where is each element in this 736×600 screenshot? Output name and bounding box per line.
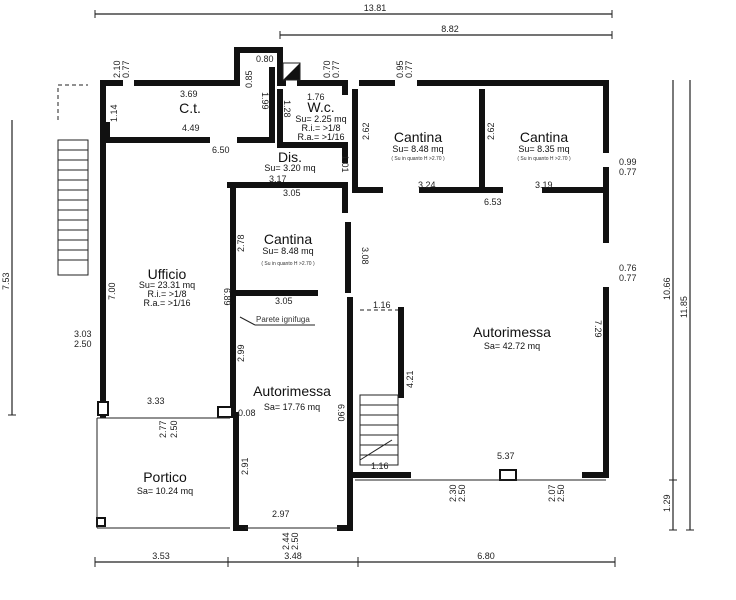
dim-label: 0.85 (244, 70, 254, 88)
dim-label: 1.29 (662, 494, 672, 512)
dim-label: 4.21 (405, 370, 415, 388)
room-cantina-2-su: Su= 8.35 mq (518, 144, 569, 154)
room-wc: W.c. (307, 99, 334, 115)
dim-label: 2.50 (556, 484, 566, 502)
dim-label: 3.05 (275, 296, 293, 306)
dim-label: 2.97 (272, 509, 290, 519)
dim-label: 1.76 (307, 92, 325, 102)
room-autorimessa-small: Autorimessa (253, 383, 331, 399)
room-ufficio: Ufficio (148, 266, 187, 282)
dim-label: 1.14 (109, 104, 119, 122)
dim-label: 2.10 (112, 60, 122, 78)
room-labels: C.t. W.c. Su= 2.25 mq R.i.= >1/8 R.a.= >… (137, 99, 571, 496)
dim-label: 6.89 (222, 288, 232, 306)
dim-label: 7.00 (107, 282, 117, 300)
dim-label: 0.80 (256, 54, 274, 64)
dim-label: 0.77 (619, 273, 637, 283)
room-cantina-3: Cantina (264, 231, 312, 247)
dim-label: 2.50 (74, 339, 92, 349)
dim-label: 2.78 (236, 234, 246, 252)
room-cantina-1-su: Su= 8.48 mq (392, 144, 443, 154)
room-cantina-3-note: ( Su in quanto H >2.70 ) (261, 261, 315, 267)
room-wc-ri: R.i.= >1/8 (301, 123, 340, 133)
dim-label: 0.08 (238, 408, 256, 418)
dim-label: 2.50 (290, 532, 300, 550)
room-autorimessa-big: Autorimessa (473, 324, 551, 340)
dim-label: 2.07 (547, 484, 557, 502)
dim-label: 10.66 (662, 277, 672, 300)
dim-label: 0.77 (619, 167, 637, 177)
dim-label: 2.62 (486, 122, 496, 140)
dim-label: 6.80 (477, 551, 495, 561)
dim-label: 6.53 (484, 197, 502, 207)
room-autorimessa-big-sa: Sa= 42.72 mq (484, 341, 540, 351)
dim-label: 2.91 (240, 457, 250, 475)
room-ufficio-ri: R.i.= >1/8 (147, 289, 186, 299)
dim-label: 11.85 (679, 296, 689, 318)
dim-label: 3.24 (418, 180, 436, 190)
dim-label: 0.70 (322, 60, 332, 78)
room-portico: Portico (143, 469, 187, 485)
dim-label: 2.77 (158, 420, 168, 438)
dim-label: 2.44 (281, 532, 291, 550)
dim-label: 3.05 (283, 188, 301, 198)
dim-label: 1.01 (340, 155, 350, 173)
dim-label: 6.90 (336, 404, 346, 422)
room-wc-su: Su= 2.25 mq (295, 114, 346, 124)
room-dis-su: Su= 3.20 mq (264, 163, 315, 173)
dim-label: 3.17 (269, 174, 287, 184)
room-ct: C.t. (179, 100, 201, 116)
dim-label: 2.99 (236, 344, 246, 362)
dim-label: 4.49 (182, 123, 200, 133)
dim-label: 2.62 (361, 122, 371, 140)
dim-label: 8.82 (441, 24, 459, 34)
dim-label: 0.95 (395, 60, 405, 78)
dim-label: 2.50 (169, 420, 179, 438)
dim-label: 3.03 (74, 329, 92, 339)
room-dis: Dis. (278, 149, 302, 165)
dim-label: 7.53 (1, 272, 11, 290)
dim-label: 3.48 (284, 551, 302, 561)
dim-label: 5.37 (497, 451, 515, 461)
dim-label: 2.50 (457, 484, 467, 502)
dim-label: 1.16 (371, 461, 389, 471)
room-autorimessa-small-sa: Sa= 17.76 mq (264, 402, 320, 412)
dim-label: 3.08 (360, 247, 370, 265)
dim-label: 3.69 (180, 89, 198, 99)
dim-label: 3.19 (535, 180, 553, 190)
room-cantina-1: Cantina (394, 129, 442, 145)
dim-label: 0.77 (331, 60, 341, 78)
dim-label: 0.99 (619, 157, 637, 167)
room-portico-sa: Sa= 10.24 mq (137, 486, 193, 496)
dim-label: 1.16 (373, 300, 391, 310)
room-ufficio-ra: R.a.= >1/16 (143, 298, 190, 308)
dim-label: 13.81 (364, 3, 387, 13)
room-cantina-3-su: Su= 8.48 mq (262, 246, 313, 256)
room-cantina-2-note: ( Su in quanto H >2.70 ) (517, 156, 571, 162)
dim-label: 2.30 (448, 484, 458, 502)
room-wc-ra: R.a.= >1/16 (297, 132, 344, 142)
dim-label: 0.76 (619, 263, 637, 273)
dim-label: 0.77 (121, 60, 131, 78)
room-ufficio-su: Su= 23.31 mq (139, 280, 195, 290)
stairs (57, 84, 399, 466)
dim-label: 1.28 (282, 100, 292, 118)
room-cantina-2: Cantina (520, 129, 568, 145)
dim-label: 1.99 (260, 92, 270, 110)
walls (96, 47, 609, 531)
dimension-lines (8, 10, 694, 567)
parete-ignifuga-label: Parete ignifuga (256, 315, 310, 324)
dim-label: 6.50 (212, 145, 230, 155)
room-cantina-1-note: ( Su in quanto H >2.70 ) (391, 156, 445, 162)
dim-label: 3.53 (152, 551, 170, 561)
dim-label: 7.29 (593, 320, 603, 338)
dim-label: 3.33 (147, 396, 165, 406)
dimension-labels: 13.81 8.82 2.10 0.77 0.80 0.85 1.99 0.70… (1, 3, 689, 561)
dim-label: 0.77 (404, 60, 414, 78)
